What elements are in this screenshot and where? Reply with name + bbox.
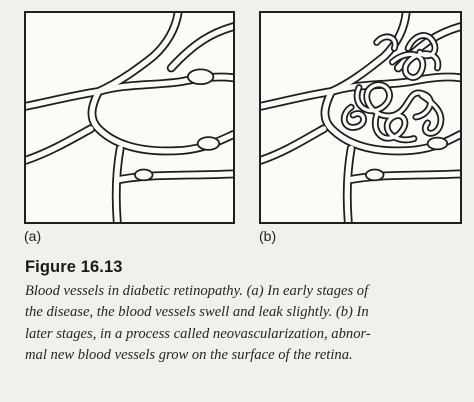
blood-vessels-early-drawing [26, 13, 233, 222]
caption-line: Blood vessels in diabetic retinopathy. (… [25, 283, 369, 299]
caption-line: mal new blood vessels grow on the surfac… [25, 346, 353, 363]
figure-caption: Blood vessels in diabetic retinopathy. (… [25, 281, 460, 366]
panel-a-label: (a) [24, 228, 42, 244]
figure-title: Figure 16.13 [25, 258, 123, 276]
caption-line: the disease, the blood vessels swell and… [25, 304, 369, 321]
blood-vessels-neovascularization-drawing [261, 13, 460, 222]
panel-a-illustration [24, 11, 235, 224]
panel-b-label: (b) [259, 228, 277, 244]
caption-line: later stages, in a process called neovas… [25, 325, 371, 342]
panel-b-illustration [259, 11, 462, 224]
